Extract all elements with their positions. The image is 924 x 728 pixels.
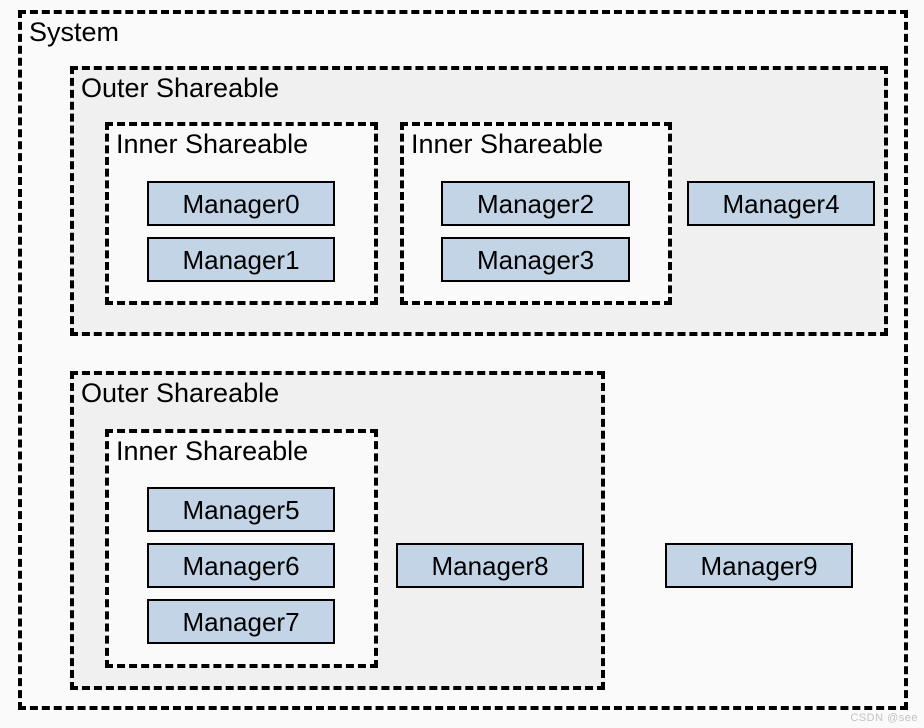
node-manager3[interactable]: Manager3 [441,237,630,282]
group-outer-shareable-1-label: Outer Shareable [81,73,280,103]
group-inner-shareable-1-label: Inner Shareable [116,129,309,159]
node-manager5[interactable]: Manager5 [147,487,335,532]
node-manager6[interactable]: Manager6 [147,543,335,588]
group-inner-shareable-3-label: Inner Shareable [116,436,309,466]
node-manager2[interactable]: Manager2 [441,181,630,226]
group-system-label: System [29,17,120,47]
watermark-label: CSDN @see [850,712,918,724]
node-manager0[interactable]: Manager0 [147,181,335,226]
node-manager7[interactable]: Manager7 [147,599,335,644]
group-inner-shareable-2-label: Inner Shareable [411,129,604,159]
node-manager4[interactable]: Manager4 [687,181,875,226]
node-manager8[interactable]: Manager8 [396,543,584,588]
group-outer-shareable-2-label: Outer Shareable [81,378,280,408]
node-manager9[interactable]: Manager9 [665,543,853,588]
node-manager1[interactable]: Manager1 [147,237,335,282]
